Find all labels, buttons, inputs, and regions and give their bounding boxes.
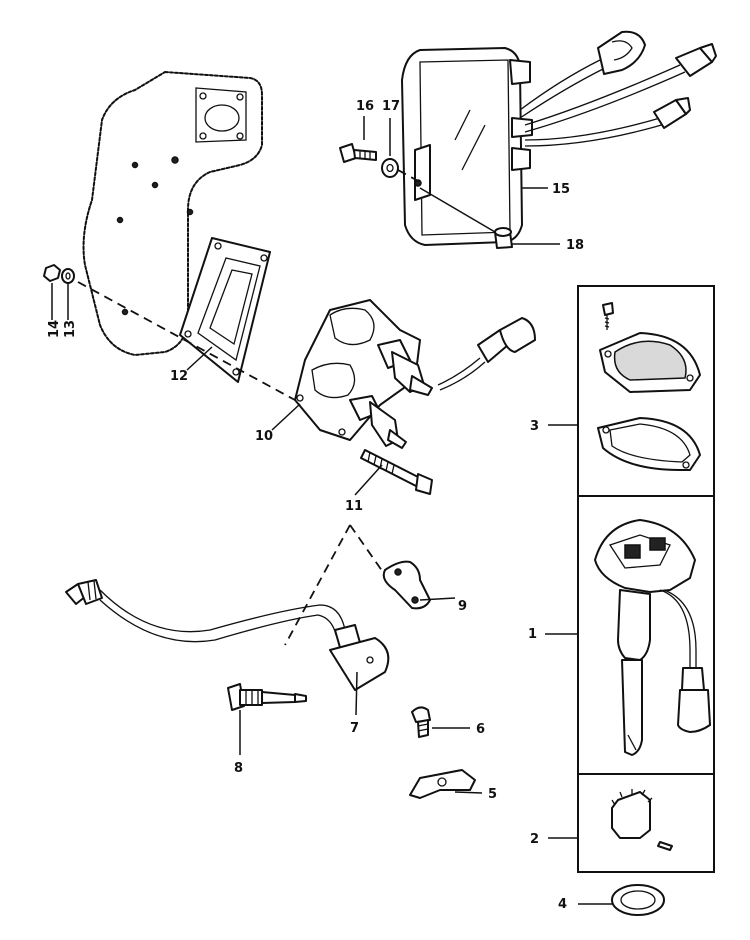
spacer (494, 227, 513, 249)
callout-14: 14 (47, 320, 62, 338)
callout-15: 15 (552, 182, 570, 197)
callout-8: 8 (234, 761, 243, 776)
sensor-assembly (594, 519, 711, 756)
ignition-coil (294, 299, 433, 449)
callout-18: 18 (566, 238, 584, 253)
callout-5: 5 (488, 787, 497, 802)
seal-ring (611, 884, 665, 916)
bracket-clip (382, 560, 431, 610)
nut (43, 264, 61, 282)
switch-box (401, 30, 717, 246)
coil-bolt (360, 449, 433, 495)
callout-4: 4 (558, 897, 567, 912)
callout-10: 10 (255, 429, 273, 444)
washer (381, 158, 399, 178)
mounting-plate (82, 71, 263, 356)
washer (61, 268, 75, 284)
lead-clip (329, 637, 390, 691)
spark-plug-lead (65, 579, 366, 666)
callout-6: 6 (476, 722, 485, 737)
callout-3: 3 (530, 419, 539, 434)
screw (411, 706, 431, 738)
callout-11: 11 (345, 499, 363, 514)
callout-1: 1 (528, 627, 537, 642)
bracket (409, 769, 476, 799)
bolt (339, 143, 377, 163)
coil-lead (437, 317, 536, 391)
spark-plug (227, 683, 307, 711)
callout-7: 7 (350, 721, 359, 736)
callout-13: 13 (63, 320, 78, 338)
distributor-cap-kit (597, 302, 701, 471)
callout-17: 17 (382, 99, 400, 114)
drive-gear (611, 789, 673, 851)
callout-9: 9 (458, 599, 467, 614)
kit-frame (577, 285, 715, 873)
callout-2: 2 (530, 832, 539, 847)
callouts: 1 2 3 4 5 6 7 8 9 10 11 12 13 14 15 16 1… (47, 99, 584, 912)
coil-bracket (179, 237, 271, 383)
callout-16: 16 (356, 99, 374, 114)
callout-12: 12 (170, 369, 188, 384)
leader-lines (51, 116, 612, 905)
